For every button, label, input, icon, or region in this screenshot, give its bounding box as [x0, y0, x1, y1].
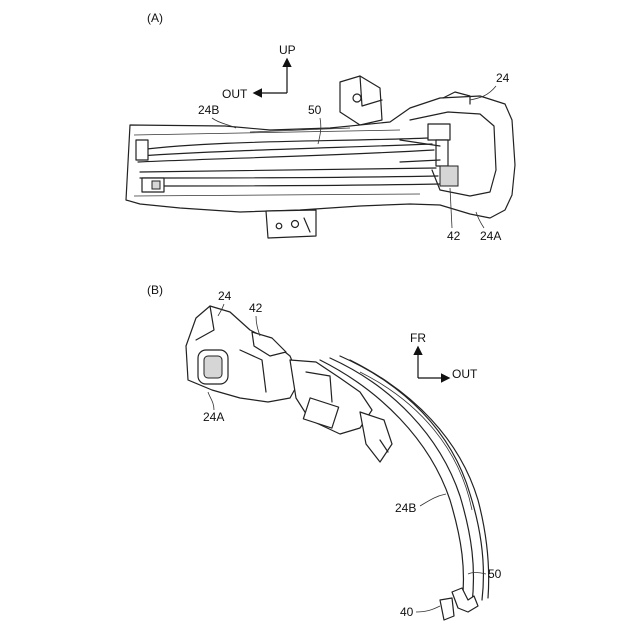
ref-42-b: 42 [249, 301, 263, 315]
out-label: OUT [222, 87, 248, 101]
leader-40-b [416, 606, 440, 612]
ref-24b-a: 24B [198, 103, 219, 117]
direction-indicator-a: UP OUT [222, 43, 296, 101]
bottom-bracket [266, 210, 316, 238]
ref-24a-b: 24A [203, 410, 224, 424]
ref-24-b: 24 [218, 289, 232, 303]
ref-24-a: 24 [496, 71, 510, 85]
leader-24b-b [420, 494, 446, 506]
ref-42-a: 42 [447, 229, 461, 243]
up-label: UP [279, 43, 296, 57]
leader-24a-b [208, 392, 214, 410]
direction-indicator-b: FR OUT [410, 331, 478, 381]
panel-a-label: (A) [147, 11, 163, 25]
housing-24a-b [186, 306, 300, 402]
ref-50-a: 50 [308, 103, 322, 117]
connector-socket [204, 356, 222, 378]
ref-24a-a: 24A [480, 229, 501, 243]
ref-24b-b: 24B [395, 501, 416, 515]
out-label-b: OUT [452, 367, 478, 381]
ref-50-b: 50 [488, 567, 502, 581]
fr-label: FR [410, 331, 426, 345]
ref-40-b: 40 [400, 605, 414, 619]
panel-b: (B) FR OUT [147, 283, 502, 620]
panel-b-label: (B) [147, 283, 163, 297]
panel-a: (A) UP OUT [126, 11, 515, 243]
top-bracket [340, 76, 382, 125]
